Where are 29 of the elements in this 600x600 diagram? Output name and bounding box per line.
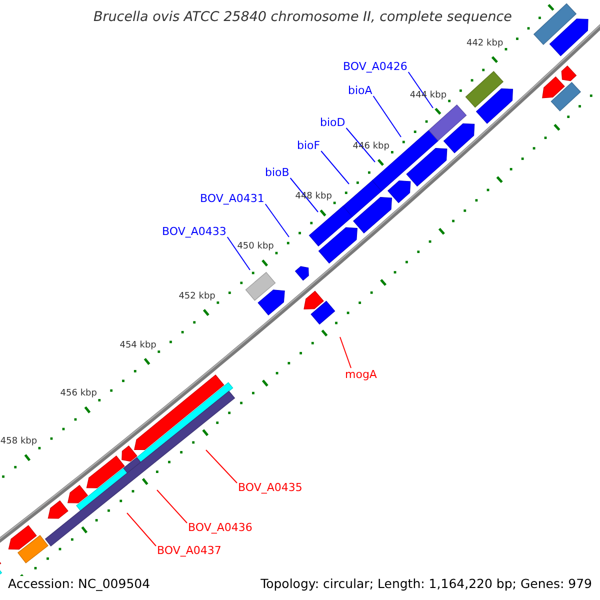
gene-label: BOV_A0431 (200, 192, 264, 205)
leader-line (226, 236, 250, 270)
scale-label: 458 kbp (0, 436, 38, 448)
scale-label: 454 kbp (120, 340, 156, 352)
leader-line (320, 150, 350, 184)
scale-label: 456 kbp (60, 388, 97, 400)
gene-label: BOV_A0436 (188, 521, 252, 534)
gene-label: bioF (297, 139, 320, 152)
leader-line (372, 96, 402, 138)
gene-label: mogA (345, 368, 377, 381)
gene-label: BOV_A0437 (157, 544, 222, 557)
gene-label: bioD (320, 116, 346, 129)
leader-line (206, 450, 238, 484)
accession-label: Accession: NC_009504 (6, 576, 152, 591)
gene-label: bioB (265, 166, 290, 179)
gene-label: BOV_A0426 (343, 60, 408, 73)
title: Brucella ovis ATCC 25840 chromosome II, complete sequence (93, 9, 512, 25)
gene-label: BOV_A0435 (238, 481, 302, 494)
sequence-info: Topology: circular; Length: 1,164,220 bp; Genes: 979 (258, 576, 594, 591)
scale-label: 442 kbp (466, 38, 504, 50)
leader-line (346, 128, 376, 162)
leader-line (340, 336, 352, 368)
gene-label: BOV_A0433 (162, 225, 226, 238)
gene-label: bioA (348, 84, 372, 97)
leader-line (126, 512, 156, 546)
leader-line (156, 490, 188, 524)
leader-line (264, 204, 290, 238)
scale-label: 452 kbp (178, 291, 216, 302)
scale-label: 450 kbp (237, 242, 274, 253)
